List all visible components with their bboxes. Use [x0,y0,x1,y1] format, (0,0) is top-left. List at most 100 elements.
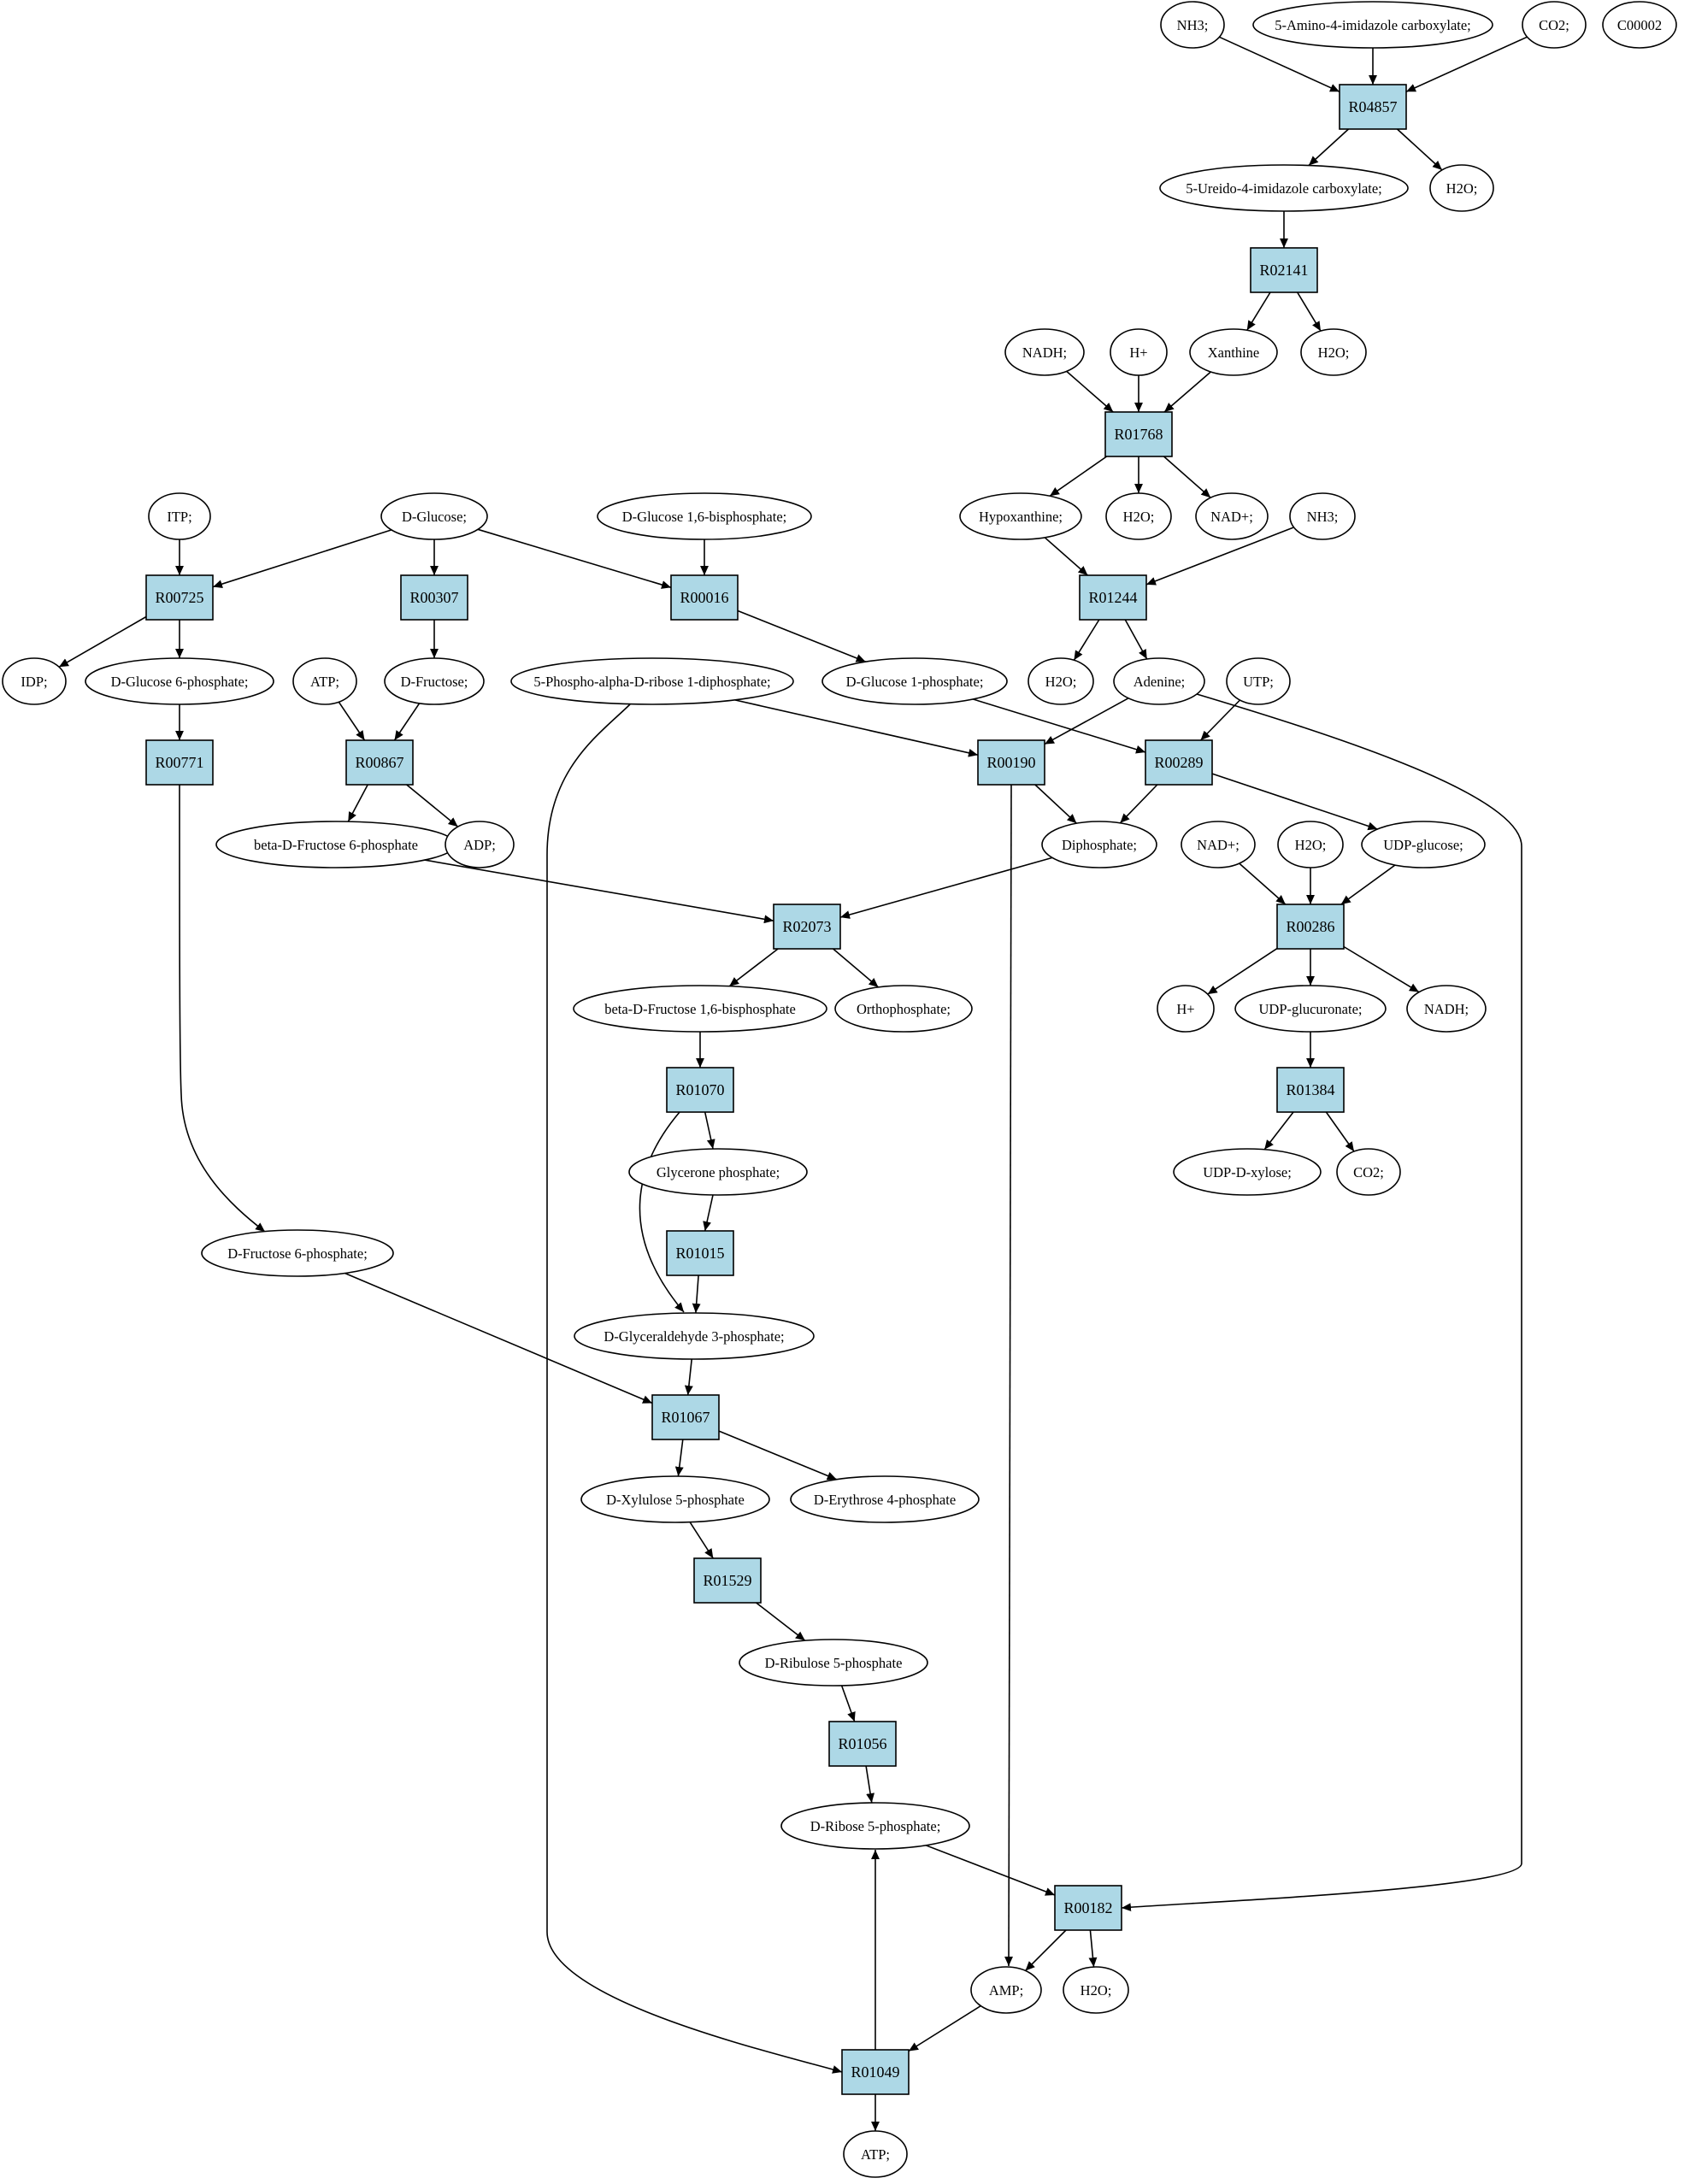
reaction-box [1339,84,1407,130]
reaction-node-r00725[interactable]: R00725 [145,574,214,621]
compound-node-h2o-1[interactable]: H2O; [1429,164,1494,212]
reaction-node-r01529[interactable]: R01529 [693,1557,762,1604]
reaction-node-r01244[interactable]: R01244 [1079,574,1147,621]
compound-label: Glycerone phosphate; [657,1164,780,1180]
compound-node-h2o-4[interactable]: H2O; [1028,657,1094,705]
compound-node-h2o-6[interactable]: H2O; [1063,1966,1129,2014]
reaction-node-r00286[interactable]: R00286 [1276,904,1345,950]
reaction-node-r02141[interactable]: R02141 [1250,247,1318,293]
edge-r01015-to-gap [692,1274,701,1314]
edge-r00016-to-g1p [737,609,866,662]
reaction-label: R00016 [680,589,728,606]
compound-ellipse [970,1966,1042,2014]
edge-dfructose-to-r00867 [393,703,421,741]
compound-node-bf6p[interactable]: beta-D-Fructose 6-phosphate [215,821,456,868]
compound-node-atp-1[interactable]: ATP; [292,657,357,705]
edge-utp-to-r00289 [1199,699,1241,741]
compound-node-r5p[interactable]: D-Ribose 5-phosphate; [780,1802,970,1850]
compound-node-aica[interactable]: 5-Amino-4-imidazole carboxylate; [1252,1,1493,49]
compound-node-dglucose[interactable]: D-Glucose; [380,492,488,540]
compound-ellipse [85,657,274,705]
compound-node-h2o-5[interactable]: H2O; [1277,821,1344,868]
compound-label: D-Glucose 1-phosphate; [846,674,984,690]
edge-gap-to-r01067 [684,1358,693,1396]
compound-node-nadh-2[interactable]: NADH; [1406,985,1487,1033]
reaction-label: R04857 [1348,98,1397,115]
compound-node-adp[interactable]: ADP; [445,821,515,868]
compound-node-utp[interactable]: UTP; [1226,657,1291,705]
compound-node-ru5p[interactable]: D-Ribulose 5-phosphate [739,1639,928,1687]
compound-node-nh3-top[interactable]: NH3; [1160,1,1225,49]
edge-nadplus_2-to-r00286 [1239,862,1287,905]
compound-label: Xanthine [1208,344,1259,361]
compound-node-atp-2[interactable]: ATP; [843,2130,908,2178]
compound-node-hypoxanthine[interactable]: Hypoxanthine; [959,492,1082,540]
compound-node-orthophosphate[interactable]: Orthophosphate; [834,985,973,1033]
compound-node-g16bp[interactable]: D-Glucose 1,6-bisphosphate; [597,492,812,540]
compound-ellipse [1336,1148,1401,1196]
compound-node-itp[interactable]: ITP; [148,492,211,540]
reaction-node-r02073[interactable]: R02073 [773,904,841,950]
reaction-node-r01070[interactable]: R01070 [666,1067,734,1113]
reaction-label: R01768 [1114,426,1163,443]
reaction-node-r00771[interactable]: R00771 [145,739,214,786]
compound-ellipse [834,985,973,1033]
compound-node-nadplus-1[interactable]: NAD+; [1195,492,1269,540]
compound-node-nh3-2[interactable]: NH3; [1289,492,1356,540]
compound-ellipse [1028,657,1094,705]
compound-node-prpp[interactable]: 5-Phospho-alpha-D-ribose 1-diphosphate; [510,657,794,705]
compound-node-adenine[interactable]: Adenine; [1113,657,1205,705]
edge-dhap-to-r01015 [703,1194,714,1232]
compound-ellipse [1181,821,1256,868]
compound-node-e4p[interactable]: D-Erythrose 4-phosphate [790,1475,980,1523]
compound-node-hplus-2[interactable]: H+ [1157,985,1215,1033]
reaction-node-r01768[interactable]: R01768 [1104,411,1173,457]
reaction-node-r01015[interactable]: R01015 [666,1230,734,1276]
reaction-box [1054,1885,1122,1931]
reaction-node-r00182[interactable]: R00182 [1054,1885,1122,1931]
compound-node-c00002[interactable]: C00002 [1602,1,1677,49]
edge-x5p-to-r01529 [689,1522,714,1559]
compound-node-co2-2[interactable]: CO2; [1336,1148,1401,1196]
compound-node-uic[interactable]: 5-Ureido-4-imidazole carboxylate; [1159,164,1409,212]
compound-node-h2o-2[interactable]: H2O; [1300,328,1367,376]
compound-node-f6p[interactable]: D-Fructose 6-phosphate; [201,1229,394,1277]
compound-node-dfructose[interactable]: D-Fructose; [384,657,485,705]
reaction-node-r00289[interactable]: R00289 [1145,739,1213,786]
compound-node-xanthine[interactable]: Xanthine [1189,328,1278,376]
reaction-node-r01049[interactable]: R01049 [841,2049,910,2095]
compound-node-udpglucose[interactable]: UDP-glucose; [1361,821,1486,868]
compound-node-g1p[interactable]: D-Glucose 1-phosphate; [821,657,1008,705]
reaction-label: R00182 [1063,1899,1112,1916]
compound-ellipse [1189,328,1278,376]
compound-label: 5-Phospho-alpha-D-ribose 1-diphosphate; [533,674,770,690]
edge-r00190-to-diphosphate [1034,784,1077,824]
reaction-node-r00307[interactable]: R00307 [400,574,468,621]
compound-node-gap[interactable]: D-Glyceraldehyde 3-phosphate; [574,1312,815,1360]
compound-node-h2o-3[interactable]: H2O; [1105,492,1172,540]
compound-node-nadh-1[interactable]: NADH; [1004,328,1085,376]
compound-node-diphosphate[interactable]: Diphosphate; [1041,821,1157,868]
compound-node-f16bp[interactable]: beta-D-Fructose 1,6-bisphosphate [573,985,827,1033]
compound-node-nadplus-2[interactable]: NAD+; [1181,821,1256,868]
reaction-node-r00867[interactable]: R00867 [345,739,414,786]
compound-node-idp[interactable]: IDP; [2,657,67,705]
reaction-node-r00016[interactable]: R00016 [670,574,739,621]
compound-node-co2-top[interactable]: CO2; [1522,1,1587,49]
reaction-node-r01067[interactable]: R01067 [651,1394,720,1440]
compound-node-x5p[interactable]: D-Xylulose 5-phosphate [580,1475,770,1523]
compound-node-amp[interactable]: AMP; [970,1966,1042,2014]
reaction-node-r01056[interactable]: R01056 [828,1721,897,1767]
reaction-node-r00190[interactable]: R00190 [977,739,1045,786]
edge-r00867-to-bf6p [347,784,368,822]
reaction-label: R00867 [355,754,403,771]
compound-node-udpga[interactable]: UDP-glucuronate; [1234,985,1387,1033]
compound-node-hplus-1[interactable]: H+ [1110,328,1168,376]
compound-node-g6p[interactable]: D-Glucose 6-phosphate; [85,657,274,705]
reaction-node-r04857[interactable]: R04857 [1339,84,1407,130]
reaction-box [400,574,468,621]
compound-node-dhap[interactable]: Glycerone phosphate; [628,1148,808,1196]
compound-node-udpxyl[interactable]: UDP-D-xylose; [1173,1148,1322,1196]
reaction-node-r01384[interactable]: R01384 [1276,1067,1345,1113]
